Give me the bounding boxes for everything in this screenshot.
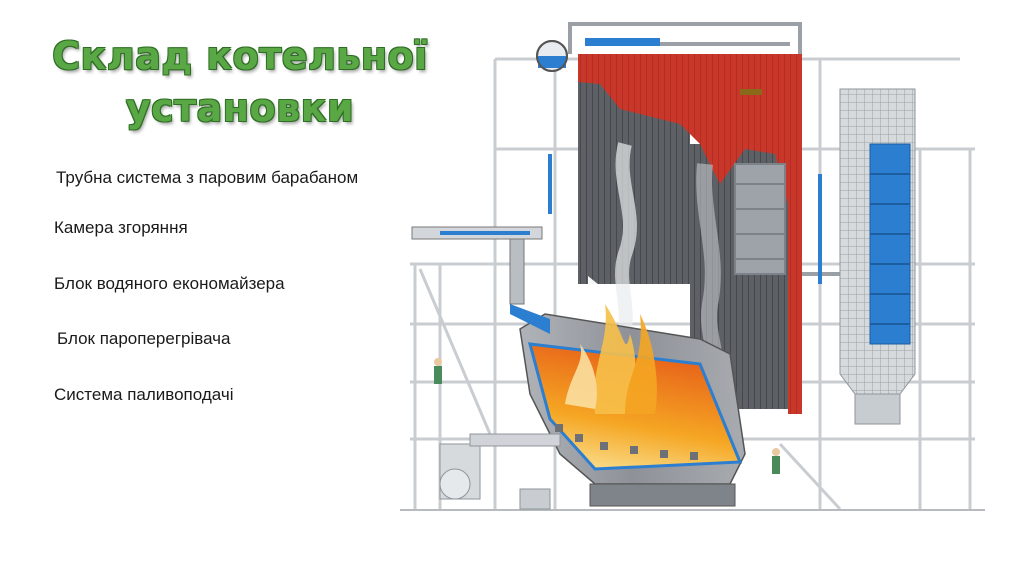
ash-pit (589, 483, 736, 507)
play-icon[interactable] (588, 276, 610, 312)
flames (565, 304, 657, 414)
superheater-coils (734, 163, 786, 275)
slide-title: Склад котельної установки (40, 30, 440, 134)
economizer-tower (839, 88, 916, 425)
component-item-fuel-system: Система паливоподачі (54, 385, 234, 404)
component-item-combustion-chamber: Камера згоряння (54, 218, 188, 237)
title-line-1: Склад котельної (52, 34, 428, 78)
header-pipe (585, 38, 660, 46)
refractory-casing (578, 54, 802, 414)
fuel-conveyor (411, 226, 550, 334)
component-item-tube-system: Трубна система з паровим барабаном (56, 168, 359, 187)
steam-drum-icon (536, 40, 568, 72)
worker-figure-right (772, 448, 780, 474)
worker-figure-left (434, 358, 442, 384)
component-item-superheater: Блок пароперегрівача (57, 329, 231, 348)
title-line-2: установки (125, 86, 355, 130)
boiler-diagram (400, 22, 985, 511)
component-item-economizer: Блок водяного економайзера (54, 274, 285, 293)
forced-draft-fan (439, 433, 561, 510)
